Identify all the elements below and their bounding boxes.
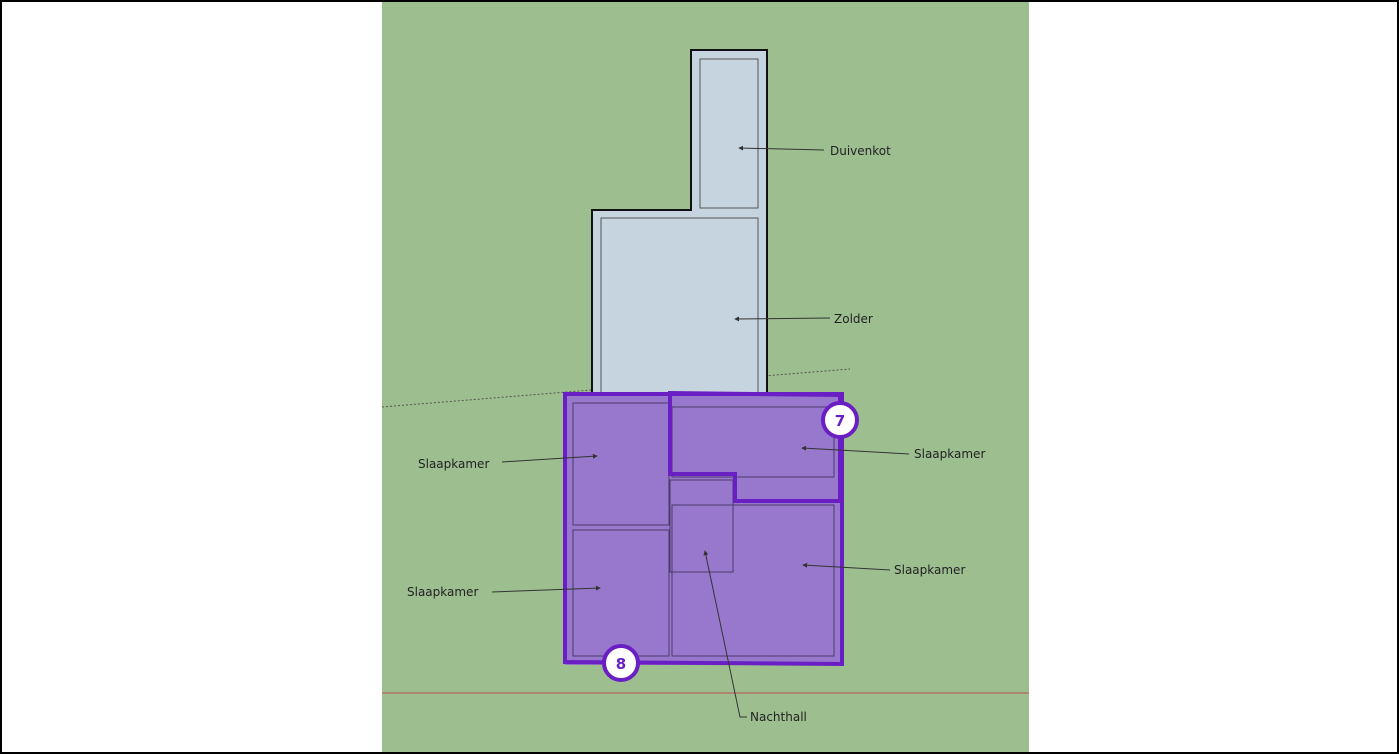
badge-7-text: 7 <box>835 412 845 430</box>
leader-lines <box>491 145 910 718</box>
label-slaapkamer-bottom-left: Slaapkamer <box>407 585 478 599</box>
label-nachthall: Nachthall <box>750 710 807 724</box>
label-slaapkamer-bottom-right: Slaapkamer <box>894 563 965 577</box>
badge-7: 7 <box>821 401 859 439</box>
zone-7-outline <box>668 390 842 503</box>
label-slaapkamer-top-right: Slaapkamer <box>914 447 985 461</box>
badge-8-text: 8 <box>616 655 626 673</box>
label-zolder: Zolder <box>834 312 873 326</box>
badge-8: 8 <box>602 644 640 682</box>
label-slaapkamer-top-left: Slaapkamer <box>418 457 489 471</box>
duivenkot-room <box>699 58 759 209</box>
label-duivenkot: Duivenkot <box>830 144 891 158</box>
